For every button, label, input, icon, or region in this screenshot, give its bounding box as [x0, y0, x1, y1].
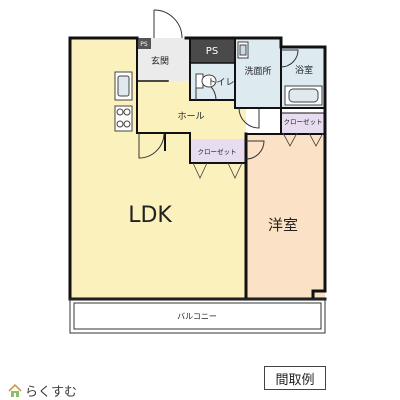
hall-label: ホール — [177, 111, 204, 122]
brand-logo: らくすむ — [8, 381, 77, 400]
western-room-floor — [246, 134, 325, 299]
toilet-icon — [195, 73, 217, 89]
balcony-outline — [69, 298, 326, 334]
ps-label: PS — [206, 46, 218, 57]
closet-ldk-label: クローゼット — [198, 147, 237, 156]
bathroom-label: 浴室 — [295, 64, 313, 76]
ps-small-label: PS — [140, 41, 148, 48]
door-swing-icon — [245, 140, 265, 160]
door-swing-icon — [153, 9, 183, 39]
ldk-label: LDK — [128, 203, 172, 228]
closet-door-marks — [192, 132, 324, 179]
washbasin-icon — [237, 41, 249, 59]
washroom-label: 洗面所 — [244, 65, 271, 77]
ps-box — [190, 38, 235, 63]
toilet-label: トイレ — [207, 78, 234, 88]
door-swing-icon — [280, 49, 299, 68]
balcony-label: バルコニー — [177, 312, 217, 321]
stove-icon — [114, 105, 133, 132]
ps-small-box — [137, 38, 151, 49]
brand-name: らくすむ — [25, 385, 78, 400]
western-room-label: 洋室 — [268, 216, 298, 234]
house-logo-icon — [8, 383, 22, 397]
closet-bath-floor — [281, 113, 325, 133]
floor-plan-example-label: 間取例 — [264, 366, 326, 390]
closet-ldk-floor — [190, 139, 245, 163]
kitchen-sink-icon — [114, 71, 133, 101]
bathtub-icon — [284, 85, 323, 106]
door-swing-icon — [238, 107, 260, 129]
door-swing-icon — [138, 132, 165, 159]
entrance-label: 玄関 — [151, 55, 169, 67]
closet-bath-label: クローゼット — [284, 117, 323, 126]
